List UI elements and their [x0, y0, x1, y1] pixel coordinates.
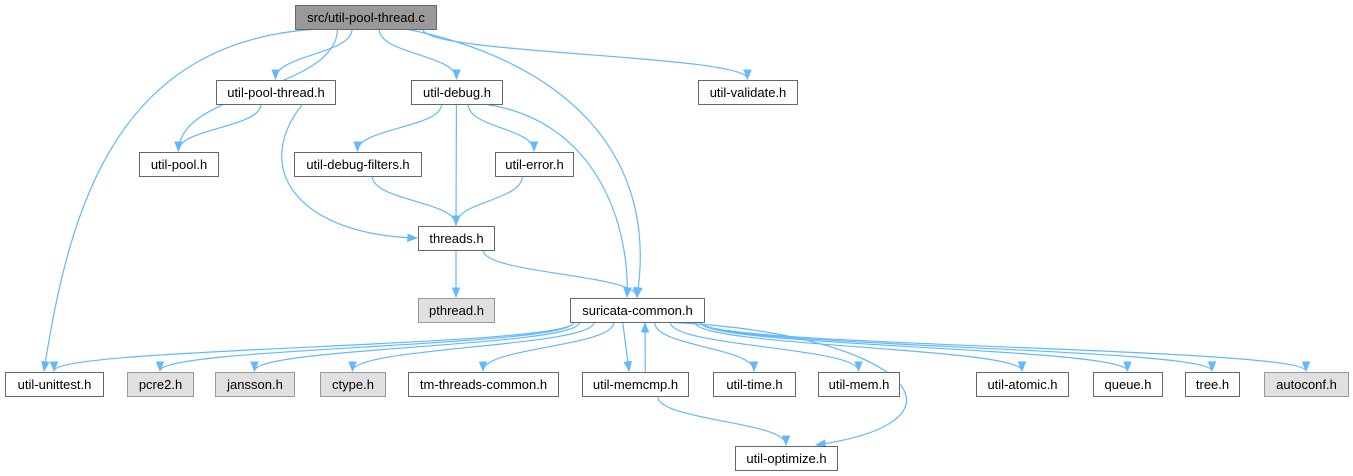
node-label-jansson: jansson.h: [226, 377, 283, 392]
node-box-upool: [139, 152, 219, 177]
node-box-tmtc: [408, 372, 559, 397]
node-box-umem: [818, 372, 900, 397]
node-utime[interactable]: util-time.h: [713, 372, 796, 397]
node-pcre2[interactable]: pcre2.h: [127, 372, 194, 397]
node-udebug[interactable]: util-debug.h: [411, 80, 503, 105]
node-label-utime: util-time.h: [726, 377, 782, 392]
edge-sc-to-umemcmp: [622, 321, 633, 373]
edge-udebug-to-uerror: [467, 103, 539, 153]
edge-root-to-udebug: [378, 28, 461, 81]
node-box-uunittest: [5, 372, 104, 397]
node-label-tmtc: tm-threads-common.h: [420, 377, 547, 392]
node-uvalidate[interactable]: util-validate.h: [698, 80, 798, 105]
node-label-queue: queue.h: [1105, 377, 1152, 392]
node-label-autoconf: autoconf.h: [1276, 377, 1337, 392]
node-label-pthread: pthread.h: [429, 303, 484, 318]
node-box-queue: [1093, 372, 1163, 397]
node-label-umemcmp: util-memcmp.h: [593, 377, 678, 392]
edge-root-to-uunittest: [41, 28, 319, 373]
node-label-uerror: util-error.h: [505, 157, 564, 172]
node-label-umem: util-mem.h: [829, 377, 890, 392]
node-upth[interactable]: util-pool-thread.h: [216, 80, 336, 105]
node-autoconf[interactable]: autoconf.h: [1264, 372, 1349, 397]
edge-sc-to-ctype: [348, 321, 595, 373]
edge-udebug-to-sc: [483, 103, 632, 299]
edges-layer: [41, 28, 1311, 448]
edge-udf-to-threads: [371, 175, 461, 227]
node-box-tree: [1185, 372, 1240, 397]
node-box-uoptimize: [735, 446, 838, 471]
node-udf[interactable]: util-debug-filters.h: [294, 152, 422, 177]
node-label-pcre2: pcre2.h: [139, 377, 182, 392]
node-box-ctype: [320, 372, 386, 397]
edge-udebug-to-udf: [353, 103, 443, 153]
edge-root-to-uvalidate: [422, 28, 752, 81]
node-label-uatomic: util-atomic.h: [987, 377, 1057, 392]
edge-sc-to-uunittest: [49, 321, 575, 373]
edge-root-to-upth: [271, 28, 353, 81]
node-box-threads: [418, 226, 495, 251]
edge-sc-to-utime: [653, 321, 759, 373]
node-box-pcre2: [127, 372, 194, 397]
nodes-layer: src/util-pool-thread.c util-pool-thread.h…: [5, 5, 1349, 471]
node-label-uvalidate: util-validate.h: [710, 85, 787, 100]
node-box-root: [295, 5, 437, 30]
node-label-upool: util-pool.h: [151, 157, 207, 172]
node-label-udf: util-debug-filters.h: [306, 157, 409, 172]
node-box-jansson: [215, 372, 295, 397]
node-umemcmp[interactable]: util-memcmp.h: [582, 372, 689, 397]
node-uerror[interactable]: util-error.h: [495, 152, 574, 177]
edge-umemcmp-to-uoptimize: [657, 395, 791, 447]
node-label-sc: suricata-common.h: [582, 303, 693, 318]
node-box-uatomic: [976, 372, 1069, 397]
node-label-upth: util-pool-thread.h: [227, 85, 325, 100]
edge-sc-to-uatomic: [694, 321, 1027, 373]
edge-sc-to-queue: [699, 321, 1132, 373]
node-root[interactable]: src/util-pool-thread.c: [295, 5, 437, 30]
node-uunittest[interactable]: util-unittest.h: [5, 372, 104, 397]
node-label-ctype: ctype.h: [332, 377, 374, 392]
node-box-uerror: [495, 152, 574, 177]
node-ctype[interactable]: ctype.h: [320, 372, 386, 397]
node-box-uvalidate: [698, 80, 798, 105]
node-threads[interactable]: threads.h: [418, 226, 495, 251]
node-tree[interactable]: tree.h: [1185, 372, 1240, 397]
node-tmtc[interactable]: tm-threads-common.h: [408, 372, 559, 397]
edge-sc-to-autoconf: [699, 321, 1311, 373]
node-label-udebug: util-debug.h: [423, 85, 491, 100]
node-uatomic[interactable]: util-atomic.h: [976, 372, 1069, 397]
node-box-udebug: [411, 80, 503, 105]
node-box-umemcmp: [582, 372, 689, 397]
node-label-uunittest: util-unittest.h: [18, 377, 92, 392]
edge-sc-to-pcre2: [155, 321, 575, 373]
node-label-root: src/util-pool-thread.c: [307, 10, 425, 25]
node-label-uoptimize: util-optimize.h: [746, 451, 826, 466]
edge-sc-to-tmtc: [478, 321, 615, 373]
node-box-pthread: [418, 298, 495, 323]
node-upool[interactable]: util-pool.h: [139, 152, 219, 177]
node-box-utime: [713, 372, 796, 397]
node-box-autoconf: [1264, 372, 1349, 397]
edge-sc-to-umem: [669, 321, 863, 373]
node-uoptimize[interactable]: util-optimize.h: [735, 446, 838, 471]
edge-uerror-to-threads: [451, 175, 523, 227]
edge-sc-to-tree: [699, 321, 1217, 373]
node-queue[interactable]: queue.h: [1093, 372, 1163, 397]
node-umem[interactable]: util-mem.h: [818, 372, 900, 397]
edge-upth-to-threads: [281, 103, 419, 243]
node-jansson[interactable]: jansson.h: [215, 372, 295, 397]
edge-sc-to-jansson: [250, 321, 581, 373]
edge-upth-to-upool: [174, 103, 262, 153]
node-sc[interactable]: suricata-common.h: [570, 298, 705, 323]
node-box-sc: [570, 298, 705, 323]
edge-threads-to-sc: [482, 249, 642, 299]
node-label-threads: threads.h: [429, 231, 483, 246]
node-pthread[interactable]: pthread.h: [418, 298, 495, 323]
node-box-upth: [216, 80, 336, 105]
edge-root-to-sc: [406, 28, 643, 299]
node-box-udf: [294, 152, 422, 177]
node-label-tree: tree.h: [1196, 377, 1229, 392]
